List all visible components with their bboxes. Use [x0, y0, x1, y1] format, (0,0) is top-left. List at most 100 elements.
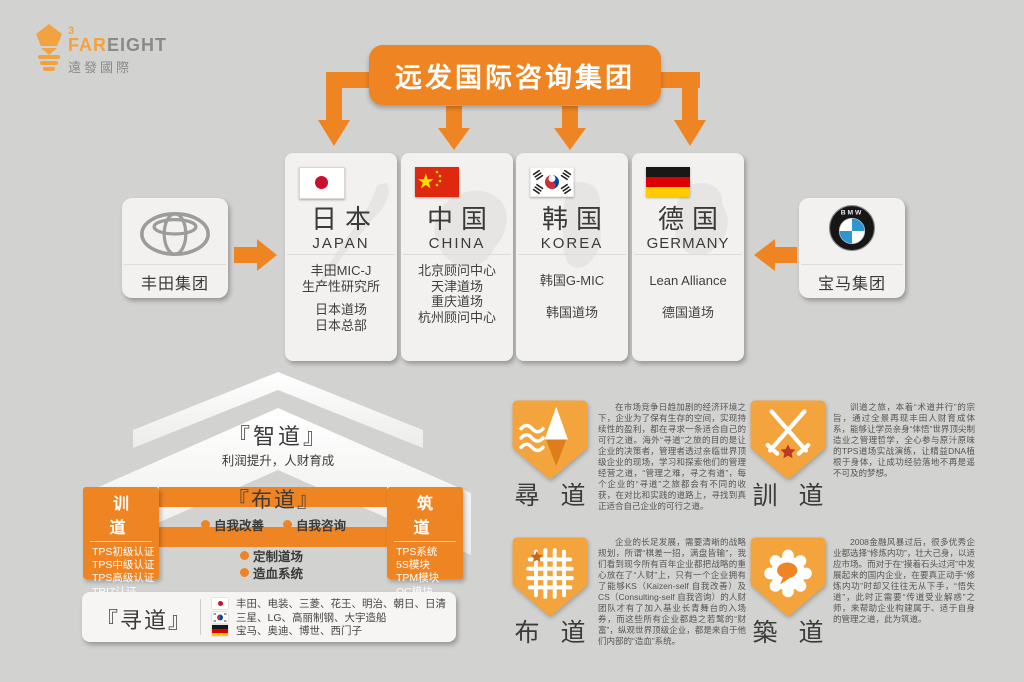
principle-label-deploy: 布 道 [514, 619, 593, 647]
svg-text:BMW: BMW [841, 210, 864, 217]
bullet-self-improve: 自我改善 [201, 515, 264, 534]
roof-title: 『智道』 [227, 424, 328, 449]
germany-flag-gold-stripe [646, 187, 690, 197]
bmw-group-box: BMW 宝马集团 [799, 198, 905, 298]
germany-mini-flag-icon [212, 625, 228, 637]
card-divider [634, 254, 742, 255]
bullet-self-consult: 自我咨询 [283, 515, 346, 534]
roof-subtitle: 利润提升，人财育成 [221, 454, 335, 468]
arrow-down-china-icon [438, 128, 470, 150]
country-name-en: KOREA [540, 235, 604, 252]
logo-far-text: FAR [68, 35, 107, 55]
principle-label-train: 訓 道 [752, 482, 831, 510]
module-item: TPM模块 [396, 572, 440, 585]
country-card-china: 中国 CHINA 北京顾问中心 天津道场 重庆道场 杭州顾问中心 [401, 153, 513, 361]
branch-line: 天津道场 [430, 278, 483, 294]
japan-map-silhouette [317, 183, 389, 287]
arrow-down-germany-icon [674, 120, 706, 146]
fareight-lamp-icon [36, 24, 62, 71]
logo-chinese-name: 遠發國際 [68, 60, 133, 75]
training-box-title: 训 道 [90, 490, 152, 542]
toyota-group-label: 丰田集团 [140, 276, 209, 293]
country-card-korea: 韩国 KOREA 韩国G-MIC 韩国道场 [516, 153, 628, 361]
fareight-wordmark: FAREIGHT [68, 35, 167, 56]
card-divider [518, 254, 626, 255]
module-item: TPS系统 [396, 546, 438, 558]
arrow-down-japan-icon [318, 120, 350, 146]
branch-line: 韩国道场 [545, 304, 598, 320]
card-divider [287, 254, 395, 255]
principle-text-train: 训道之旅，本着“术道并行”的宗旨，通过全景再现丰田人财育成体系，能够让学员亲身“… [833, 402, 975, 478]
country-branches: 丰田MIC-J 生产性研究所 日本道场 日本总部 [285, 263, 397, 333]
certification-item: TPS初级认证 [92, 546, 155, 558]
branch-line: 德国道场 [661, 304, 714, 320]
certification-item: TPS中级认证 [92, 559, 155, 572]
korea-map-silhouette [562, 182, 601, 268]
company-list: 宝马、奥迪、博世、西门子 [236, 625, 362, 638]
seek-bar-divider [200, 599, 201, 635]
country-branches: Lean Alliance 德国道场 [632, 263, 744, 320]
bullet-blood-system: 造血系统 [240, 563, 303, 582]
china-flag-icon [415, 167, 459, 197]
branch-line: 日本总部 [314, 317, 367, 333]
grid-board-icon [512, 537, 588, 616]
company-list: 丰田、电装、三菱、花王、明治、朝日、日清 [236, 598, 446, 611]
bullet-label: 定制道场 [253, 550, 304, 564]
branch-line: 北京顾问中心 [417, 263, 496, 278]
company-row-korea: 三星、LG、高丽制钢、大宇造船 [212, 611, 446, 625]
principle-label-build: 築 道 [752, 619, 831, 647]
germany-flag-icon [646, 167, 690, 197]
seek-bar-rows: 丰田、电装、三菱、花王、明治、朝日、日清 三星、LG、高丽制钢、大宇造船 宝马、… [212, 597, 446, 638]
principle-text-deploy: 企业的长足发展，需要清晰的战略规划，所谓“棋差一招，满盘皆输”，我们看到现今所有… [598, 537, 746, 646]
compass-sail-icon [512, 400, 588, 479]
bullet-custom-dojo: 定制道场 [240, 546, 303, 565]
bmw-logo-icon: BMW [828, 204, 876, 252]
country-name-en: JAPAN [312, 235, 370, 252]
zhudao-building-box: 筑 道 TPS系统 5S模块 TPM模块 QC模块 VSM模块 [387, 487, 463, 611]
japan-flag-sun [315, 176, 328, 189]
arrow-right-toyota-icon [257, 239, 277, 271]
country-name-cn: 韩国 [541, 204, 610, 234]
bullet-dot-icon [201, 520, 210, 529]
xundao-training-box: 训 道 TPS初级认证 TPS中级认证 TPS高级认证 TRIZ认证 VE认证 [83, 487, 159, 611]
principle-text-build: 2008金融风暴过后，很多优秀企业都选择“修炼内功”，壮大己身，以适应市场。而对… [833, 537, 975, 624]
bullet-label: 自我改善 [214, 519, 265, 533]
branch-line: 杭州顾问中心 [417, 309, 496, 325]
crossed-swords-icon [750, 400, 826, 479]
branch-line: Lean Alliance [649, 273, 727, 288]
bullet-label: 自我咨询 [296, 519, 347, 533]
arrow-down-korea-icon [554, 128, 586, 150]
certification-item: TPS高级认证 [92, 572, 155, 585]
country-name-cn: 日本 [310, 204, 379, 234]
partner-divider [801, 264, 903, 265]
principle-text-seek: 在市场竞争日趋加剧的经济环境之下，企业为了保有生存的空间，实现持续性的盈利，都在… [598, 402, 746, 511]
branch-line: 生产性研究所 [301, 278, 380, 294]
japan-flag-icon [299, 167, 345, 199]
china-map-silhouette [434, 190, 507, 269]
toyota-logo-icon [140, 212, 210, 256]
building-box-title: 筑 道 [394, 490, 456, 542]
company-row-germany: 宝马、奥迪、博世、西门子 [212, 624, 446, 638]
xundao-seek-bar: 『寻道』 丰田、电装、三菱、花王、明治、朝日、日清 三星、LG、高丽制钢、大宇造… [82, 592, 456, 642]
country-card-germany: 德国 GERMANY Lean Alliance 德国道场 [632, 153, 744, 361]
bullet-dot-icon [283, 520, 292, 529]
korea-flag-icon [530, 167, 574, 197]
bullet-label: 造血系统 [253, 567, 304, 581]
bullet-dot-icon [240, 568, 249, 577]
toyota-group-box: 丰田集团 [122, 198, 228, 298]
card-divider [403, 254, 511, 255]
logo-eight-text: EIGHT [107, 35, 168, 55]
bullet-dot-icon [240, 551, 249, 560]
partner-divider [124, 264, 226, 265]
branch-line: 日本道场 [314, 302, 367, 317]
country-card-japan: 日本 JAPAN 丰田MIC-J 生产性研究所 日本道场 日本总部 [285, 153, 397, 361]
company-row-japan: 丰田、电装、三菱、花王、明治、朝日、日清 [212, 597, 446, 611]
country-name-cn: 德国 [657, 204, 726, 234]
principle-label-seek: 尋 道 [514, 482, 593, 510]
germany-map-silhouette [674, 183, 728, 256]
budao-title: 『布道』 [228, 489, 320, 512]
germany-flag-red-stripe [646, 177, 690, 187]
germany-flag-black-stripe [646, 167, 690, 177]
